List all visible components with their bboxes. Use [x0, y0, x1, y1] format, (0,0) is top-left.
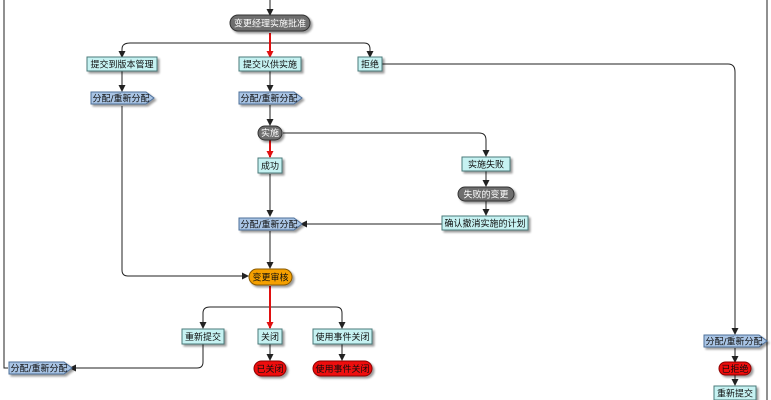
node-assign-left-label: 分配/重新分配: [92, 93, 149, 105]
node-closed-label: 已关闭: [256, 363, 283, 375]
node-change-approval-label: 变更经理实施批准: [234, 18, 306, 30]
node-submit-version-mgmt[interactable]: 提交到版本管理: [86, 56, 158, 72]
edge-review-left: [199, 306, 211, 329]
node-submit-for-impl[interactable]: 提交以供实施: [238, 56, 302, 72]
node-assign-right-label: 分配/重新分配: [705, 336, 762, 348]
node-implement-label: 实施: [261, 127, 279, 139]
node-assign-mid2-label: 分配/重新分配: [240, 219, 297, 231]
node-resubmit-right-label: 重新提交: [717, 388, 753, 400]
edge-review-split: [210, 306, 346, 329]
node-change-review-label: 变更审核: [252, 272, 288, 284]
node-closed-by-event-label: 使用事件关闭: [315, 363, 369, 375]
node-failed-change-label: 失败的变更: [463, 189, 508, 201]
node-confirm-plan-label: 确认撤消实施的计划: [444, 218, 525, 230]
node-confirm-plan[interactable]: 确认撤消实施的计划: [441, 215, 529, 231]
node-change-approval[interactable]: 变更经理实施批准: [229, 14, 311, 32]
node-rejected[interactable]: 已拒绝: [718, 361, 752, 376]
node-success-label: 成功: [261, 160, 279, 172]
node-reject-label: 拒绝: [361, 59, 379, 71]
node-closed[interactable]: 已关闭: [253, 360, 287, 377]
node-close[interactable]: 关闭: [257, 328, 283, 345]
node-assign-mid2[interactable]: 分配/重新分配: [238, 217, 303, 231]
node-submit-for-impl-label: 提交以供实施: [243, 59, 297, 71]
node-impl-failed-label: 实施失败: [468, 159, 504, 171]
node-use-event-close[interactable]: 使用事件关闭: [312, 328, 373, 345]
node-assign-bottom-left-label: 分配/重新分配: [10, 363, 67, 375]
node-assign-mid[interactable]: 分配/重新分配: [238, 91, 303, 105]
node-resubmit[interactable]: 重新提交: [181, 328, 225, 345]
node-assign-right[interactable]: 分配/重新分配: [703, 334, 768, 348]
edge-assignleft-review: [121, 106, 249, 280]
node-impl-failed[interactable]: 实施失败: [461, 156, 511, 172]
edge-approval-left: [118, 42, 131, 58]
node-resubmit-label: 重新提交: [185, 331, 221, 343]
edge-reject-right: [382, 63, 739, 335]
edge-resubmit-assign: [69, 344, 204, 372]
node-assign-left[interactable]: 分配/重新分配: [90, 91, 155, 105]
node-rejected-label: 已拒绝: [721, 363, 748, 375]
edge-left-border: [3, 0, 8, 369]
node-closed-by-event[interactable]: 使用事件关闭: [312, 360, 373, 377]
node-submit-version-mgmt-label: 提交到版本管理: [90, 59, 153, 71]
node-assign-mid-label: 分配/重新分配: [240, 93, 297, 105]
connectors: [3, 0, 768, 400]
node-change-review[interactable]: 变更审核: [248, 268, 293, 286]
node-failed-change[interactable]: 失败的变更: [457, 186, 515, 202]
edge-approval-split: [130, 42, 374, 58]
edge-impl-failed: [283, 132, 490, 157]
node-implement[interactable]: 实施: [257, 125, 283, 141]
node-use-event-close-label: 使用事件关闭: [315, 331, 369, 343]
node-close-label: 关闭: [261, 331, 279, 343]
node-assign-bottom-left[interactable]: 分配/重新分配: [8, 361, 73, 375]
node-success[interactable]: 成功: [257, 157, 283, 174]
node-resubmit-right[interactable]: 重新提交: [713, 385, 757, 400]
node-reject[interactable]: 拒绝: [357, 56, 383, 72]
